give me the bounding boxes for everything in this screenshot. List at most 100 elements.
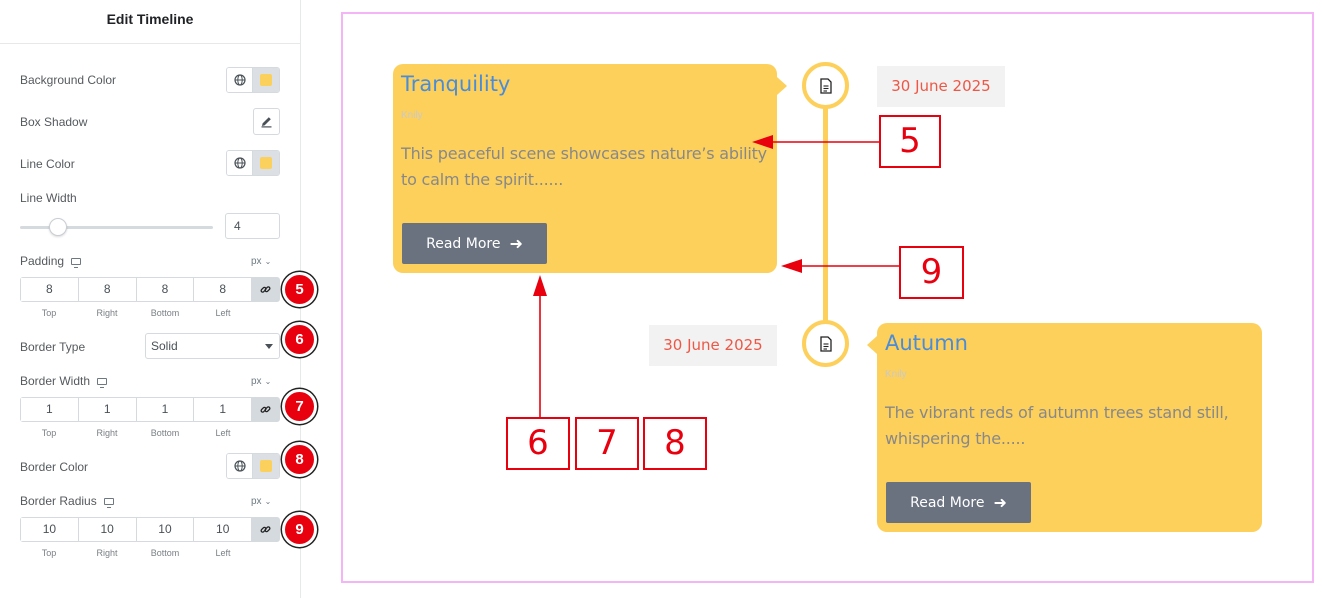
border-width-top-input[interactable]: 1 xyxy=(21,398,79,421)
document-icon xyxy=(819,335,832,352)
side-label-top: Top xyxy=(41,308,57,318)
border-type-select[interactable]: Solid xyxy=(145,333,280,359)
border-radius-label: Border Radius xyxy=(20,494,114,508)
background-color-label: Background Color xyxy=(20,73,117,87)
color-swatch xyxy=(260,157,272,169)
callout-box-9: 9 xyxy=(899,246,964,299)
annotation-badge-5: 5 xyxy=(282,272,317,307)
color-swatch xyxy=(260,460,272,472)
card-author: Knily xyxy=(885,369,907,380)
side-label-right: Right xyxy=(96,548,118,558)
border-width-left-input[interactable]: 1 xyxy=(194,398,253,421)
padding-left-input[interactable]: 8 xyxy=(194,278,253,301)
padding-unit-select[interactable]: px⌄ xyxy=(251,256,271,267)
desktop-icon[interactable] xyxy=(97,378,108,388)
border-width-link-button[interactable] xyxy=(252,398,280,421)
read-more-label: Read More xyxy=(426,235,501,252)
line-color-control xyxy=(226,150,280,176)
preview-canvas xyxy=(341,12,1314,583)
padding-bottom-input[interactable]: 8 xyxy=(136,278,195,301)
global-colors-button[interactable] xyxy=(227,68,254,92)
timeline-card: Autumn Knily The vibrant reds of autumn … xyxy=(877,323,1262,532)
line-color-label: Line Color xyxy=(20,157,75,171)
timeline-node xyxy=(802,320,849,367)
box-shadow-edit-button[interactable] xyxy=(253,108,280,135)
border-width-inputs: 1 1 1 1 xyxy=(20,397,280,422)
global-colors-button[interactable] xyxy=(227,454,254,478)
callout-box-8: 8 xyxy=(643,417,707,470)
line-width-slider-handle[interactable] xyxy=(49,218,67,236)
timeline-line xyxy=(823,106,828,322)
border-radius-bottom-input[interactable]: 10 xyxy=(136,518,195,541)
desktop-icon[interactable] xyxy=(71,258,82,268)
background-color-picker[interactable] xyxy=(253,68,279,92)
card-pointer xyxy=(777,77,787,95)
border-width-side-labels: Top Right Bottom Left xyxy=(20,428,252,438)
unit-text: px xyxy=(251,256,262,267)
border-radius-unit-select[interactable]: px⌄ xyxy=(251,496,271,507)
editor-panel: Edit Timeline Background Color Box Shado… xyxy=(0,0,301,598)
border-color-picker[interactable] xyxy=(253,454,279,478)
line-width-input[interactable]: 4 xyxy=(225,213,280,239)
card-title[interactable]: Tranquility xyxy=(401,72,511,96)
border-color-label: Border Color xyxy=(20,460,89,474)
chevron-down-icon: ⌄ xyxy=(264,497,272,506)
border-color-control xyxy=(226,453,280,479)
border-radius-top-input[interactable]: 10 xyxy=(21,518,79,541)
timeline-node xyxy=(802,62,849,109)
border-radius-right-input[interactable]: 10 xyxy=(78,518,137,541)
color-swatch xyxy=(260,74,272,86)
side-label-bottom: Bottom xyxy=(150,308,180,318)
read-more-button[interactable]: Read More ➜ xyxy=(402,223,547,264)
line-width-label: Line Width xyxy=(20,191,77,205)
link-icon xyxy=(260,286,271,293)
link-icon xyxy=(260,406,271,413)
border-radius-left-input[interactable]: 10 xyxy=(194,518,253,541)
card-excerpt: The vibrant reds of autumn trees stand s… xyxy=(885,403,1229,448)
annotation-badge-8: 8 xyxy=(282,442,317,477)
border-width-unit-select[interactable]: px⌄ xyxy=(251,376,271,387)
background-color-control xyxy=(226,67,280,93)
globe-icon xyxy=(233,157,246,169)
border-radius-side-labels: Top Right Bottom Left xyxy=(20,548,252,558)
pencil-icon xyxy=(261,117,272,128)
side-label-left: Left xyxy=(215,548,231,558)
timeline-date: 30 June 2025 xyxy=(649,325,777,366)
border-width-right-input[interactable]: 1 xyxy=(78,398,137,421)
line-color-picker[interactable] xyxy=(253,151,279,175)
annotation-badge-9: 9 xyxy=(282,512,317,547)
border-radius-link-button[interactable] xyxy=(252,518,280,541)
border-width-label-text: Border Width xyxy=(20,374,91,388)
document-icon xyxy=(819,77,832,94)
padding-link-button[interactable] xyxy=(252,278,280,301)
desktop-icon[interactable] xyxy=(103,498,114,508)
border-width-bottom-input[interactable]: 1 xyxy=(136,398,195,421)
read-more-button[interactable]: Read More➜ xyxy=(886,482,1031,523)
callout-box-7: 7 xyxy=(575,417,639,470)
side-label-right: Right xyxy=(96,308,118,318)
padding-inputs: 8 8 8 8 xyxy=(20,277,280,302)
card-title[interactable]: Autumn xyxy=(885,331,968,355)
border-type-value: Solid xyxy=(151,339,178,353)
padding-side-labels: Top Right Bottom Left xyxy=(20,308,252,318)
globe-icon xyxy=(233,74,246,86)
globe-icon xyxy=(233,460,246,472)
annotation-badge-7: 7 xyxy=(282,389,317,424)
side-label-left: Left xyxy=(215,308,231,318)
line-width-slider-track[interactable] xyxy=(20,226,213,229)
timeline-card: Tranquility Knily This peaceful scene sh… xyxy=(393,64,777,273)
annotation-badge-6: 6 xyxy=(282,322,317,357)
timeline-date: 30 June 2025 xyxy=(877,66,1005,107)
unit-text: px xyxy=(251,376,262,387)
side-label-top: Top xyxy=(41,428,57,438)
chevron-down-icon: ⌄ xyxy=(264,377,272,386)
padding-top-input[interactable]: 8 xyxy=(21,278,79,301)
arrow-right-icon: ➜ xyxy=(509,234,523,253)
callout-box-6: 6 xyxy=(506,417,570,470)
global-colors-button[interactable] xyxy=(227,151,254,175)
card-pointer xyxy=(867,336,877,354)
box-shadow-label: Box Shadow xyxy=(20,115,88,129)
arrow-right-icon: ➜ xyxy=(993,493,1007,512)
padding-right-input[interactable]: 8 xyxy=(78,278,137,301)
unit-text: px xyxy=(251,496,262,507)
